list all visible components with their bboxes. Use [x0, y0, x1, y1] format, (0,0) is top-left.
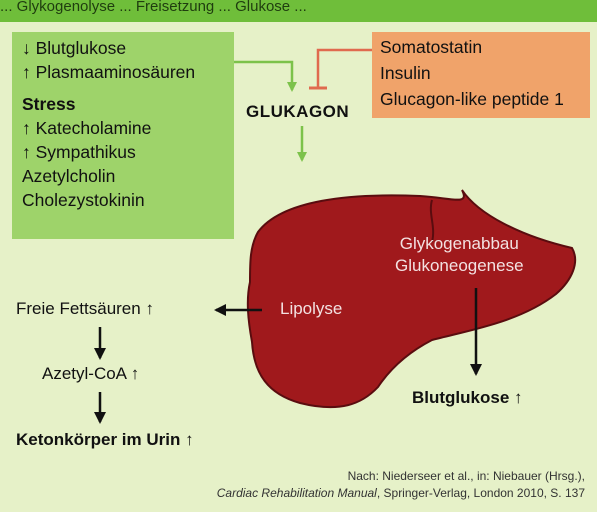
citation-line-1: Nach: Niederseer et al., in: Niebauer (H…: [217, 468, 585, 485]
citation-line-2: Cardiac Rehabilitation Manual, Springer-…: [217, 485, 585, 502]
ketone-bodies-label: Ketonkörper im Urin ↑: [16, 430, 194, 450]
citation-book-title: Cardiac Rehabilitation Manual: [217, 486, 377, 500]
citation: Nach: Niederseer et al., in: Niebauer (H…: [217, 468, 585, 502]
lipolysis-label: Lipolyse: [280, 298, 342, 320]
free-fatty-acids-label: Freie Fettsäuren ↑: [16, 299, 154, 319]
stimulate-arrow: [234, 62, 292, 90]
acetyl-coa-label: Azetyl-CoA ↑: [42, 364, 139, 384]
liver-process-label: Glykogenabbau Glukoneogenese: [395, 233, 524, 277]
blood-glucose-output-label: Blutglukose ↑: [412, 388, 523, 408]
gluconeogenesis-label: Glukoneogenese: [395, 255, 524, 277]
glukagon-label: GLUKAGON: [246, 102, 349, 122]
citation-publisher: , Springer-Verlag, London 2010, S. 137: [377, 486, 585, 500]
glycogenolysis-label: Glykogenabbau: [395, 233, 524, 255]
inhibit-line: [318, 50, 372, 88]
